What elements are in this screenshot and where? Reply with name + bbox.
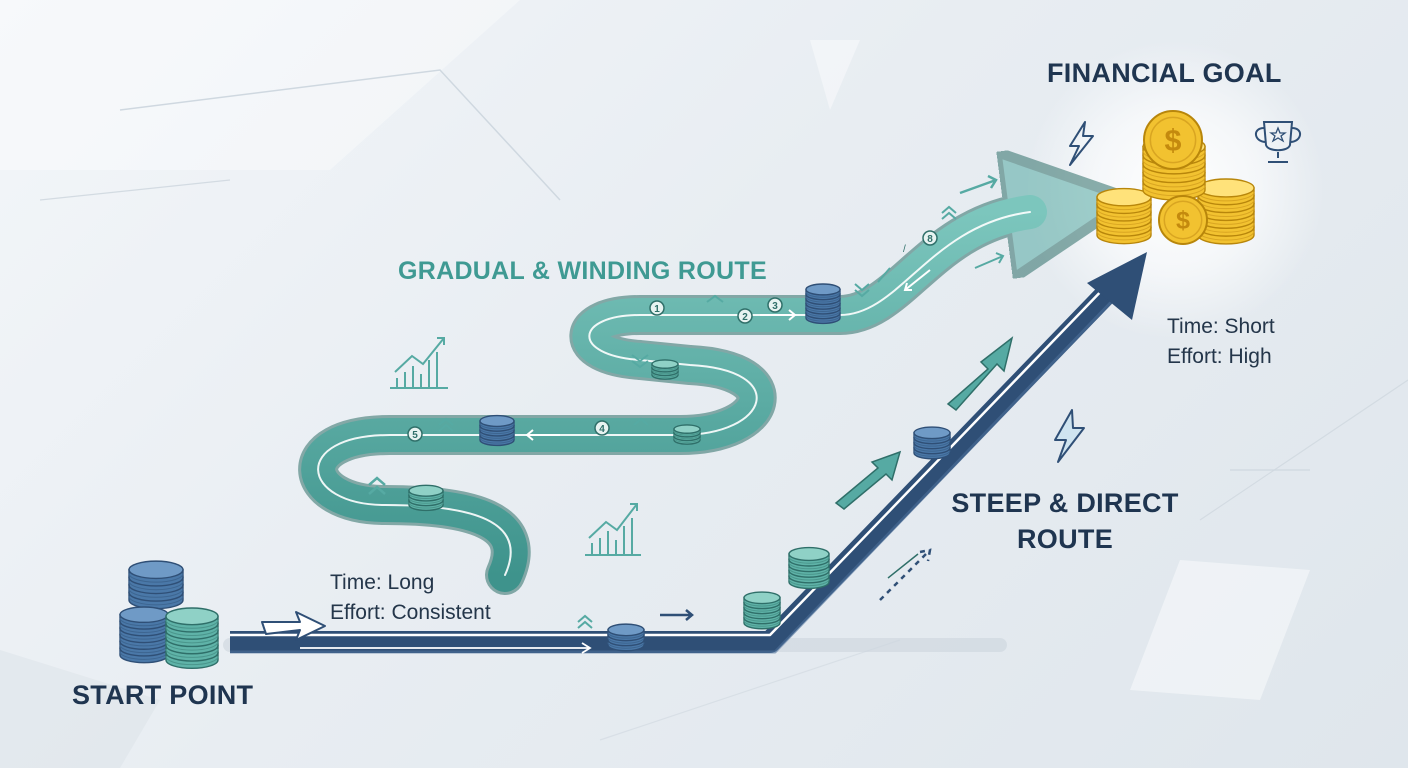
dollar-sign-icon: $ xyxy=(1165,123,1182,157)
direct-coin-stack xyxy=(788,546,830,590)
winding-effort: Effort: Consistent xyxy=(330,601,491,624)
start-coin-stack-right xyxy=(165,607,219,670)
start-label: START POINT xyxy=(72,680,254,710)
winding-route-stats: Time: Long Effort: Consistent xyxy=(330,568,491,628)
start-coin-stack-back xyxy=(128,560,184,610)
milestone-2: 2 xyxy=(737,308,753,324)
milestone-8: 8 xyxy=(922,230,938,246)
dollar-sign-icon: $ xyxy=(1176,207,1190,235)
milestone-tick: / xyxy=(903,244,906,255)
winding-coin-stack xyxy=(479,414,515,447)
direct-time: Time: Short xyxy=(1167,315,1275,338)
svg-text:1: 1 xyxy=(654,304,660,315)
winding-coin-stack xyxy=(673,424,701,445)
winding-time: Time: Long xyxy=(330,571,435,594)
milestone-3: 3 xyxy=(767,297,783,313)
direct-route-label-line-2: ROUTE xyxy=(1017,524,1113,554)
trophy-icon xyxy=(1255,121,1301,163)
direct-route-arrowhead-icon xyxy=(1087,252,1147,320)
start-arrow-icon xyxy=(261,611,326,641)
winding-route-label: GRADUAL & WINDING ROUTE xyxy=(398,257,767,285)
svg-text:4: 4 xyxy=(599,424,605,435)
lightning-icon xyxy=(1054,409,1085,463)
goal-gold-coin-icon: $ xyxy=(1158,195,1208,245)
svg-text:5: 5 xyxy=(412,430,418,441)
direct-route xyxy=(230,252,1147,654)
direct-route-stats: Time: Short Effort: High xyxy=(1167,312,1275,372)
direct-coin-stack xyxy=(743,591,781,630)
goal-gold-coin-icon: $ xyxy=(1143,110,1203,170)
momentum-arrows xyxy=(834,336,1014,579)
direct-coin-stack xyxy=(913,426,951,460)
goal-label: FINANCIAL GOAL xyxy=(1047,58,1282,88)
growth-chart-icon xyxy=(390,337,448,389)
winding-coin-stack xyxy=(651,359,679,380)
direct-effort: Effort: High xyxy=(1167,345,1272,368)
winding-coin-stack xyxy=(408,484,444,512)
lightning-icon xyxy=(1069,121,1094,166)
chevron-markers xyxy=(368,205,957,629)
start-coin-stack-left xyxy=(119,606,169,664)
direct-route-label-line-1: STEEP & DIRECT xyxy=(951,488,1179,518)
svg-text:8: 8 xyxy=(927,234,933,245)
svg-text:3: 3 xyxy=(772,301,778,312)
milestone-4: 4 xyxy=(594,420,610,436)
milestone-1: 1 xyxy=(649,300,665,316)
winding-coin-stack xyxy=(805,283,841,325)
milestones: 1 2 3 4 5 8 xyxy=(407,230,938,442)
svg-text:2: 2 xyxy=(742,312,748,323)
growth-chart-icon xyxy=(585,503,641,556)
direct-coin-stack xyxy=(607,623,645,652)
coin-stacks: $$ xyxy=(119,110,1255,670)
goal-coin-stack xyxy=(1096,187,1152,245)
direct-route-label: STEEP & DIRECT ROUTE xyxy=(945,485,1185,557)
milestone-5: 5 xyxy=(407,426,423,442)
winding-route xyxy=(298,212,1030,595)
